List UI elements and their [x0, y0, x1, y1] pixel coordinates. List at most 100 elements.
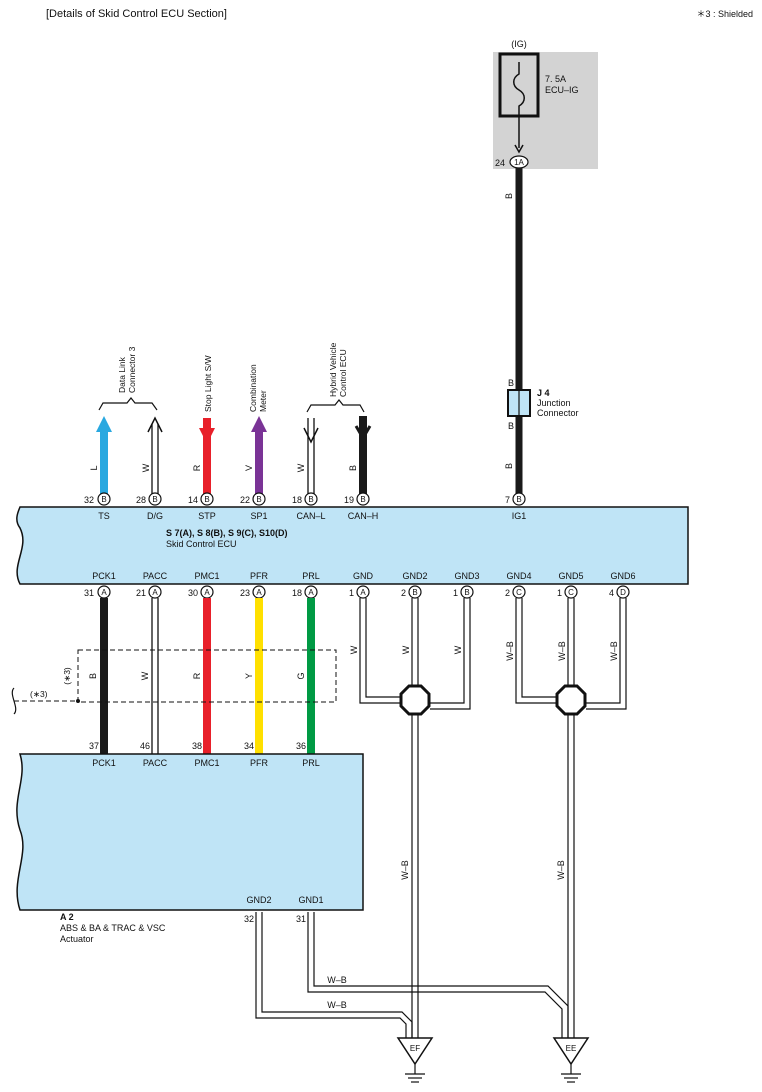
wire-color-pck1: B [88, 673, 98, 679]
svg-text:30: 30 [188, 588, 198, 598]
svg-text:PMC1: PMC1 [194, 758, 219, 768]
top-wire-sp1 [251, 416, 267, 494]
svg-text:37: 37 [89, 741, 99, 751]
svg-text:PRL: PRL [302, 758, 320, 768]
svg-text:B: B [308, 495, 313, 504]
wire-color-dg: W [141, 463, 151, 472]
svg-text:B: B [360, 495, 365, 504]
ground-splice-2 [555, 684, 587, 716]
ecu-bottom-pin-prl: PRL 18 A [292, 571, 320, 599]
dest-comb-line1: Combination [248, 364, 258, 412]
wire-color-sp1: V [244, 465, 254, 471]
actuator-id: A 2 [60, 912, 74, 922]
wire-color-ts: L [89, 465, 99, 470]
svg-text:SP1: SP1 [250, 511, 267, 521]
actuator-gnd2-label: GND2 [246, 895, 271, 905]
shield-junction-dot [76, 699, 80, 703]
actuator-gnd1-pin: 31 [296, 914, 306, 924]
svg-text:B: B [152, 495, 157, 504]
svg-text:PFR: PFR [250, 571, 269, 581]
svg-text:28: 28 [136, 495, 146, 505]
svg-text:2: 2 [505, 588, 510, 598]
top-wire-ts [96, 416, 112, 494]
wire-color-gnd6: W–B [609, 641, 619, 661]
fuse-connector: 1A [514, 158, 524, 167]
wire-color-gnd: W [349, 645, 359, 654]
ground-ef-label: EF [410, 1044, 420, 1053]
fuse-ig-label: (IG) [511, 39, 527, 49]
ecu-bottom-pin-gnd3: GND3 1 B [453, 571, 480, 599]
wire-color-gnd3: W [453, 645, 463, 654]
ground-ef-icon [396, 1037, 434, 1083]
svg-text:1: 1 [349, 588, 354, 598]
ground-wire-color-2: W–B [556, 860, 566, 880]
wire-color-can-h: B [348, 465, 358, 471]
svg-text:C: C [516, 588, 522, 597]
ground-wires-group-2 [515, 598, 627, 710]
actuator-pin-pck1: 37 PCK1 [89, 741, 116, 768]
dest-comb-line2: Meter [258, 390, 268, 412]
svg-text:CAN–H: CAN–H [348, 511, 379, 521]
svg-text:46: 46 [140, 741, 150, 751]
ground-ee-label: EE [566, 1044, 577, 1053]
svg-text:32: 32 [84, 495, 94, 505]
ecu-bottom-pin-gnd2: GND2 2 B [401, 571, 428, 599]
svg-text:GND6: GND6 [610, 571, 635, 581]
svg-text:1: 1 [557, 588, 562, 598]
svg-text:B: B [204, 495, 209, 504]
svg-text:36: 36 [296, 741, 306, 751]
svg-text:GND5: GND5 [558, 571, 583, 581]
svg-text:PRL: PRL [302, 571, 320, 581]
hv-brace [306, 399, 365, 413]
shield-note: ＊3 : Shielded [696, 9, 753, 19]
svg-text:B: B [412, 588, 417, 597]
ecu-id: S 7(A), S 8(B), S 9(C), S10(D) [166, 528, 288, 538]
fuse-pin: 24 [495, 158, 505, 168]
ecu-top-pin-can-h: 19 B CAN–H [344, 492, 379, 521]
ground-ee-icon [552, 1037, 590, 1083]
actuator-pin-prl: 36 PRL [296, 741, 320, 768]
ground-wires-group-1 [359, 598, 471, 710]
svg-text:PACC: PACC [143, 758, 168, 768]
svg-text:4: 4 [609, 588, 614, 598]
ecu-bottom-pin-gnd6: GND6 4 D [609, 571, 636, 599]
svg-text:22: 22 [240, 495, 250, 505]
actuator-gnd1-label: GND1 [298, 895, 323, 905]
dest-stop-light: Stop Light S/W [203, 355, 213, 412]
wire-color-pfr: Y [244, 673, 254, 679]
actuator-pin-pmc1: 38 PMC1 [192, 741, 220, 768]
actuator-gnd2-wire [255, 912, 413, 1038]
svg-text:STP: STP [198, 511, 216, 521]
ecu-bottom-pin-gnd4: GND4 2 C [505, 571, 532, 599]
wire-color-gnd5: W–B [557, 641, 567, 661]
top-wire-can-l [303, 418, 319, 494]
top-wire-can-h [354, 416, 372, 494]
ground-splice-1 [399, 684, 431, 716]
svg-text:A: A [308, 588, 314, 597]
svg-text:19: 19 [344, 495, 354, 505]
svg-text:18: 18 [292, 588, 302, 598]
actuator-body [16, 753, 364, 911]
signal-wire-pacc [151, 598, 159, 754]
dest-hv-line2: Control ECU [338, 349, 348, 397]
shield-label-left: (∗3) [30, 689, 48, 699]
diagram-title: [Details of Skid Control ECU Section] [46, 8, 227, 20]
ecu-top-pin-ts: 32 B TS [84, 492, 111, 521]
actuator-pin-pacc: 46 PACC [140, 741, 168, 768]
svg-text:TS: TS [98, 511, 110, 521]
ig-wire-color-lower: B [504, 463, 514, 469]
dest-hv-line1: Hybrid Vehicle [328, 342, 338, 397]
junction-wire-top: B [508, 378, 514, 388]
junction-id: J 4 [537, 388, 550, 398]
fuse-lead-arrow-icon [514, 144, 524, 154]
ecu-top-pin-dg: 28 B D/G [136, 492, 163, 521]
svg-text:2: 2 [401, 588, 406, 598]
fuse-icon [513, 62, 525, 116]
top-wire-stp [199, 418, 215, 494]
wire-color-pmc1: R [192, 672, 202, 679]
fuse-name: ECU–IG [545, 85, 579, 95]
svg-text:23: 23 [240, 588, 250, 598]
ecu-bottom-pin-gnd: GND 1 A [349, 571, 374, 599]
wire-color-gnd2: W [401, 645, 411, 654]
